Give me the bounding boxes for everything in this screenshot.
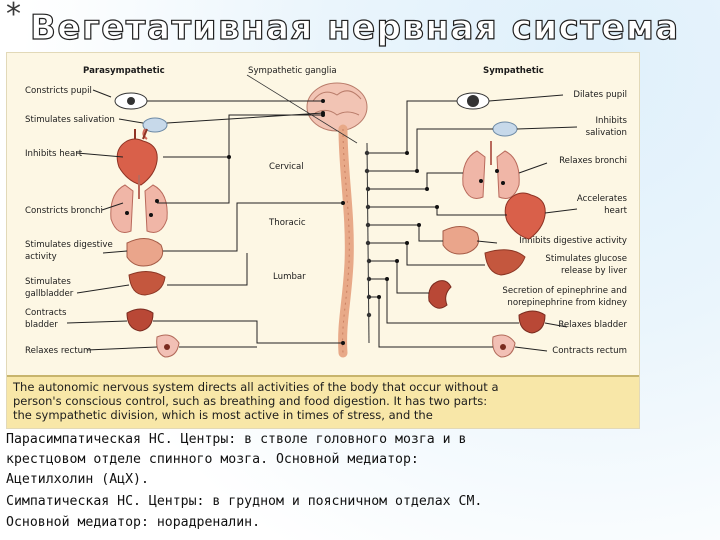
- symp-label-salivation: salivation: [586, 128, 627, 138]
- stomach-icon-left: [127, 238, 163, 266]
- symp-label-release-by-liver: release by liver: [561, 266, 627, 276]
- rectum-icon-left: [157, 335, 179, 357]
- sympathetic-nerves: [369, 95, 577, 351]
- figure-caption-box: The autonomic nervous system directs all…: [7, 375, 639, 429]
- symp-label-relaxes-bronchi: Relaxes bronchi: [559, 156, 627, 166]
- gallbladder-icon-left: [129, 271, 165, 295]
- symp-label-stimulates-glucose: Stimulates glucose: [545, 254, 627, 264]
- ans-diagram: Parasympathetic Sympathetic ganglia Symp…: [7, 53, 639, 375]
- spinal-cord: [343, 129, 350, 353]
- heart-icon-left: [117, 129, 157, 185]
- caption-line-1: The autonomic nervous system directs all…: [13, 380, 499, 394]
- header-parasympathetic: Parasympathetic: [83, 66, 165, 76]
- para-label-bladder: bladder: [25, 320, 58, 330]
- body-text-line-5: Основной медиатор: норадреналин.: [6, 513, 696, 533]
- eye-icon-left: [115, 93, 147, 109]
- para-label-relaxes-rectum: Relaxes rectum: [25, 346, 91, 356]
- symp-label-relaxes-bladder: Relaxes bladder: [558, 320, 627, 330]
- lungs-icon-right: [463, 141, 519, 199]
- salivary-gland-icon-left: [143, 118, 167, 139]
- spine-label-lumbar: Lumbar: [273, 272, 306, 282]
- header-sympathetic-ganglia: Sympathetic ganglia: [248, 66, 337, 76]
- spine-label-thoracic: Thoracic: [268, 218, 306, 228]
- para-label-stimulates: Stimulates: [25, 277, 71, 287]
- symp-label-inhibits: Inhibits: [595, 116, 627, 126]
- symp-label-accelerates: Accelerates: [577, 194, 628, 204]
- symp-label-heart: heart: [604, 206, 628, 216]
- body-text-line-1: Парасимпатическая НС. Центры: в стволе г…: [6, 430, 696, 450]
- spine-label-cervical: Cervical: [269, 162, 304, 172]
- symp-label-inhibits-digestive: Inhibits digestive activity: [519, 236, 627, 246]
- stomach-icon-right: [443, 226, 479, 254]
- caption-line-3: the sympathetic division, which is most …: [13, 408, 433, 422]
- para-label-constricts-pupil: Constricts pupil: [25, 86, 92, 96]
- body-text-line-3: Ацетилхолин (АцХ).: [6, 470, 696, 490]
- rectum-icon-right: [493, 335, 515, 357]
- symp-label-contracts-rectum: Contracts rectum: [552, 346, 627, 356]
- para-label-constricts-bronchi: Constricts bronchi: [25, 206, 103, 216]
- body-text-line-4: Симпатическая НС. Центры: в грудном и по…: [6, 492, 696, 512]
- title-bullet: *: [6, 0, 21, 30]
- para-label-activity: activity: [25, 252, 57, 262]
- para-label-gallbladder: gallbladder: [25, 289, 74, 299]
- header-sympathetic: Sympathetic: [483, 66, 544, 76]
- bladder-icon-right: [519, 311, 545, 333]
- liver-icon-right: [485, 250, 525, 275]
- bladder-icon-left: [127, 309, 153, 331]
- para-label-contracts: Contracts: [25, 308, 67, 318]
- autonomic-nervous-system-figure: Parasympathetic Sympathetic ganglia Symp…: [6, 52, 640, 429]
- body-text-line-2: крестцовом отделе спинного мозга. Основн…: [6, 450, 696, 470]
- para-label-stimulates-salivation: Stimulates salivation: [25, 115, 115, 125]
- slide-title: Вегетативная нервная система: [30, 6, 720, 50]
- symp-label-norepinephrine-kidney: norepinephrine from kidney: [507, 298, 627, 308]
- nerve-endpoint-dots: [125, 99, 505, 345]
- eye-icon-right: [457, 93, 489, 109]
- caption-line-2: person's conscious control, such as brea…: [13, 394, 487, 408]
- symp-label-dilates-pupil: Dilates pupil: [573, 90, 627, 100]
- heart-icon-right: [505, 193, 545, 239]
- kidney-icon-right: [429, 281, 451, 309]
- para-label-inhibits-heart: Inhibits heart: [25, 149, 83, 159]
- right-organs: [429, 93, 546, 357]
- symp-label-secretion-epinephrine: Secretion of epinephrine and: [502, 286, 627, 296]
- brain-icon: [307, 83, 367, 131]
- left-organs: [111, 93, 179, 357]
- salivary-gland-icon-right: [493, 122, 517, 136]
- para-label-stimulates-digestive: Stimulates digestive: [25, 240, 113, 250]
